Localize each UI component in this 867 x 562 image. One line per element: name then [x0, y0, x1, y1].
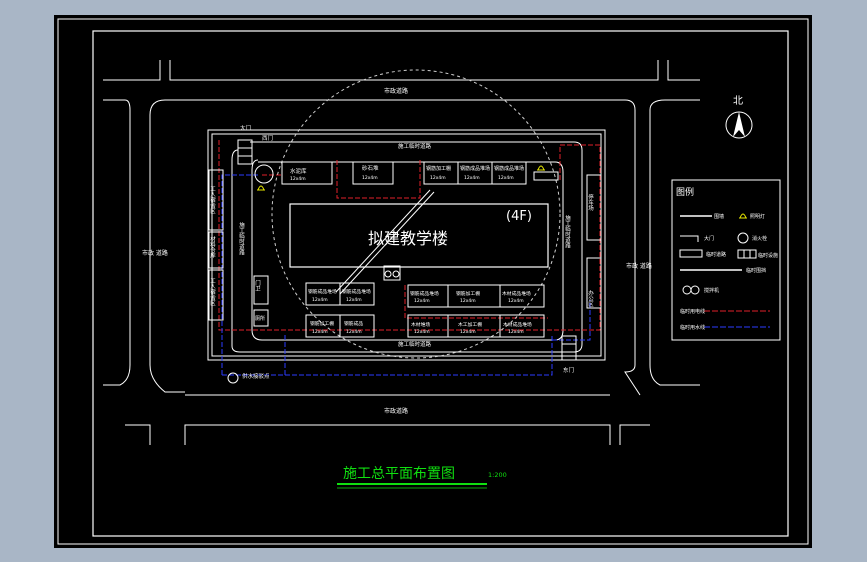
left-strip-label: 工人宿舍区	[209, 278, 216, 306]
drawing-sheet	[54, 15, 812, 548]
shed-size: 12x4m	[362, 175, 378, 181]
shed-label: 木材成品堆场	[502, 290, 531, 297]
shed-label: 钢筋成品堆场	[308, 288, 337, 295]
gate-label: 东门	[563, 366, 574, 374]
legend: 图例 围墙 照明灯 大门 消火栓 临时道路 临时设施 临时围挡 搅拌机 临时用电…	[671, 179, 781, 341]
lamp-icons	[257, 165, 545, 191]
hoist-icon	[533, 171, 559, 181]
legend-label: 临时设施	[758, 252, 778, 259]
shed-size: 12x4m	[460, 329, 476, 335]
shed-size: 12x4m	[346, 297, 362, 303]
shed-size: 12x4m	[312, 297, 328, 303]
temp-road-top-label: 施工临时道路	[398, 142, 432, 150]
legend-label: 消火栓	[752, 235, 767, 242]
small-box-label: 厕所	[255, 315, 265, 322]
drawing-scale: 1:200	[488, 471, 507, 479]
crane-boom	[335, 189, 435, 295]
shed-size: 12x4m	[346, 329, 362, 335]
municipal-roads	[103, 60, 700, 445]
road-label-right: 市政 道路	[626, 262, 652, 270]
left-strip-label: 材料仓库	[209, 235, 216, 260]
water-source-icon	[227, 372, 239, 384]
right-strip-label: 办公区	[587, 289, 594, 307]
legend-label: 大门	[704, 235, 714, 242]
shed-label: 木工加工棚	[458, 321, 482, 328]
crane-radius-circle	[271, 69, 561, 359]
shed-size: 12x4m	[508, 329, 524, 335]
crane-base-circle	[254, 164, 274, 184]
legend-label: 照明灯	[750, 213, 765, 220]
shed-label: 木材成品堆场	[503, 321, 532, 328]
gate-label: 西门	[262, 134, 273, 142]
road-label-bottom: 市政道路	[384, 407, 408, 415]
shed-size: 12x4m	[508, 298, 524, 304]
legend-label: 围墙	[714, 213, 724, 220]
shed-label: 钢筋加工棚	[456, 290, 480, 297]
gates: 大门 西门 东门	[237, 124, 577, 374]
shed-size: 12x4m	[312, 329, 328, 335]
shed-size: 12x4m	[464, 175, 480, 181]
sheet-inner-border	[92, 30, 789, 537]
sheet-outer-border	[57, 18, 809, 545]
left-strip: 工人宿舍区 材料仓库 工人宿舍区 施工临时道路 门卫 厕所	[208, 169, 269, 327]
shed-label: 砂石堆	[362, 164, 379, 172]
shed-label: 木材堆场	[411, 321, 430, 328]
water-source-label: 供水接驳点	[242, 372, 270, 380]
legend-title: 图例	[676, 186, 694, 198]
shed-label: 钢筋加工棚	[310, 320, 334, 327]
temp-road-left-label: 施工临时道路	[238, 221, 245, 257]
shed-size: 12x4m	[414, 298, 430, 304]
legend-label: 临时用电线	[680, 308, 705, 315]
shed-label: 钢筋成品堆场	[494, 165, 524, 172]
drawing-title: 施工总平面布置图	[343, 466, 455, 482]
shed-label: 钢筋成品	[344, 320, 363, 327]
road-label-top: 市政道路	[384, 87, 408, 95]
north-label: 北	[733, 95, 743, 107]
bottom-sheds: 钢筋成品堆场 12x4m 钢筋成品堆场 12x4m 钢筋加工棚 12x4m 钢筋…	[305, 282, 545, 338]
shed-size: 12x4m	[414, 329, 430, 335]
shed-label: 钢筋成品堆场	[342, 288, 371, 295]
site-boundary	[207, 129, 606, 361]
small-box-label: 门卫	[254, 279, 261, 292]
shed-label: 钢筋成品堆场	[460, 165, 490, 172]
tower-crane-icon	[383, 265, 401, 281]
shed-label: 水泥库	[290, 167, 307, 175]
legend-label: 临时道路	[706, 251, 726, 258]
gate-label: 大门	[240, 124, 251, 132]
shed-label: 钢筋加工棚	[426, 165, 451, 172]
shed-size: 12x4m	[460, 298, 476, 304]
top-sheds: 水泥库 12x4m 砂石堆 12x4m 钢筋加工棚 12x4m 钢筋成品堆场 1…	[281, 161, 527, 185]
left-strip-label: 工人宿舍区	[209, 186, 216, 214]
shed-label: 钢筋成品堆场	[410, 290, 439, 297]
building-floors: (4F)	[506, 209, 532, 224]
road-label-left: 市政 道路	[142, 249, 168, 257]
crane-wheel-icon	[384, 270, 392, 278]
building-label: 拟建教学楼	[368, 229, 448, 248]
legend-label: 搅拌机	[704, 287, 719, 294]
legend-label: 临时围挡	[746, 267, 766, 274]
shed-size: 12x4m	[430, 175, 446, 181]
north-arrow: 北	[725, 95, 753, 139]
right-strip-label: 停车场	[587, 193, 594, 212]
temp-road-bottom-label: 施工临时道路	[398, 340, 432, 348]
legend-label: 临时用水线	[680, 324, 705, 331]
temp-road-right-label: 施工临时道路	[564, 214, 571, 250]
crane-wheel-icon	[392, 270, 400, 278]
right-strip: 停车场 办公区 施工临时道路	[564, 174, 602, 309]
shed-size: 12x4m	[498, 175, 514, 181]
shed-size: 12x4m	[290, 176, 306, 182]
water-lines	[221, 174, 591, 376]
proposed-building	[289, 203, 549, 268]
